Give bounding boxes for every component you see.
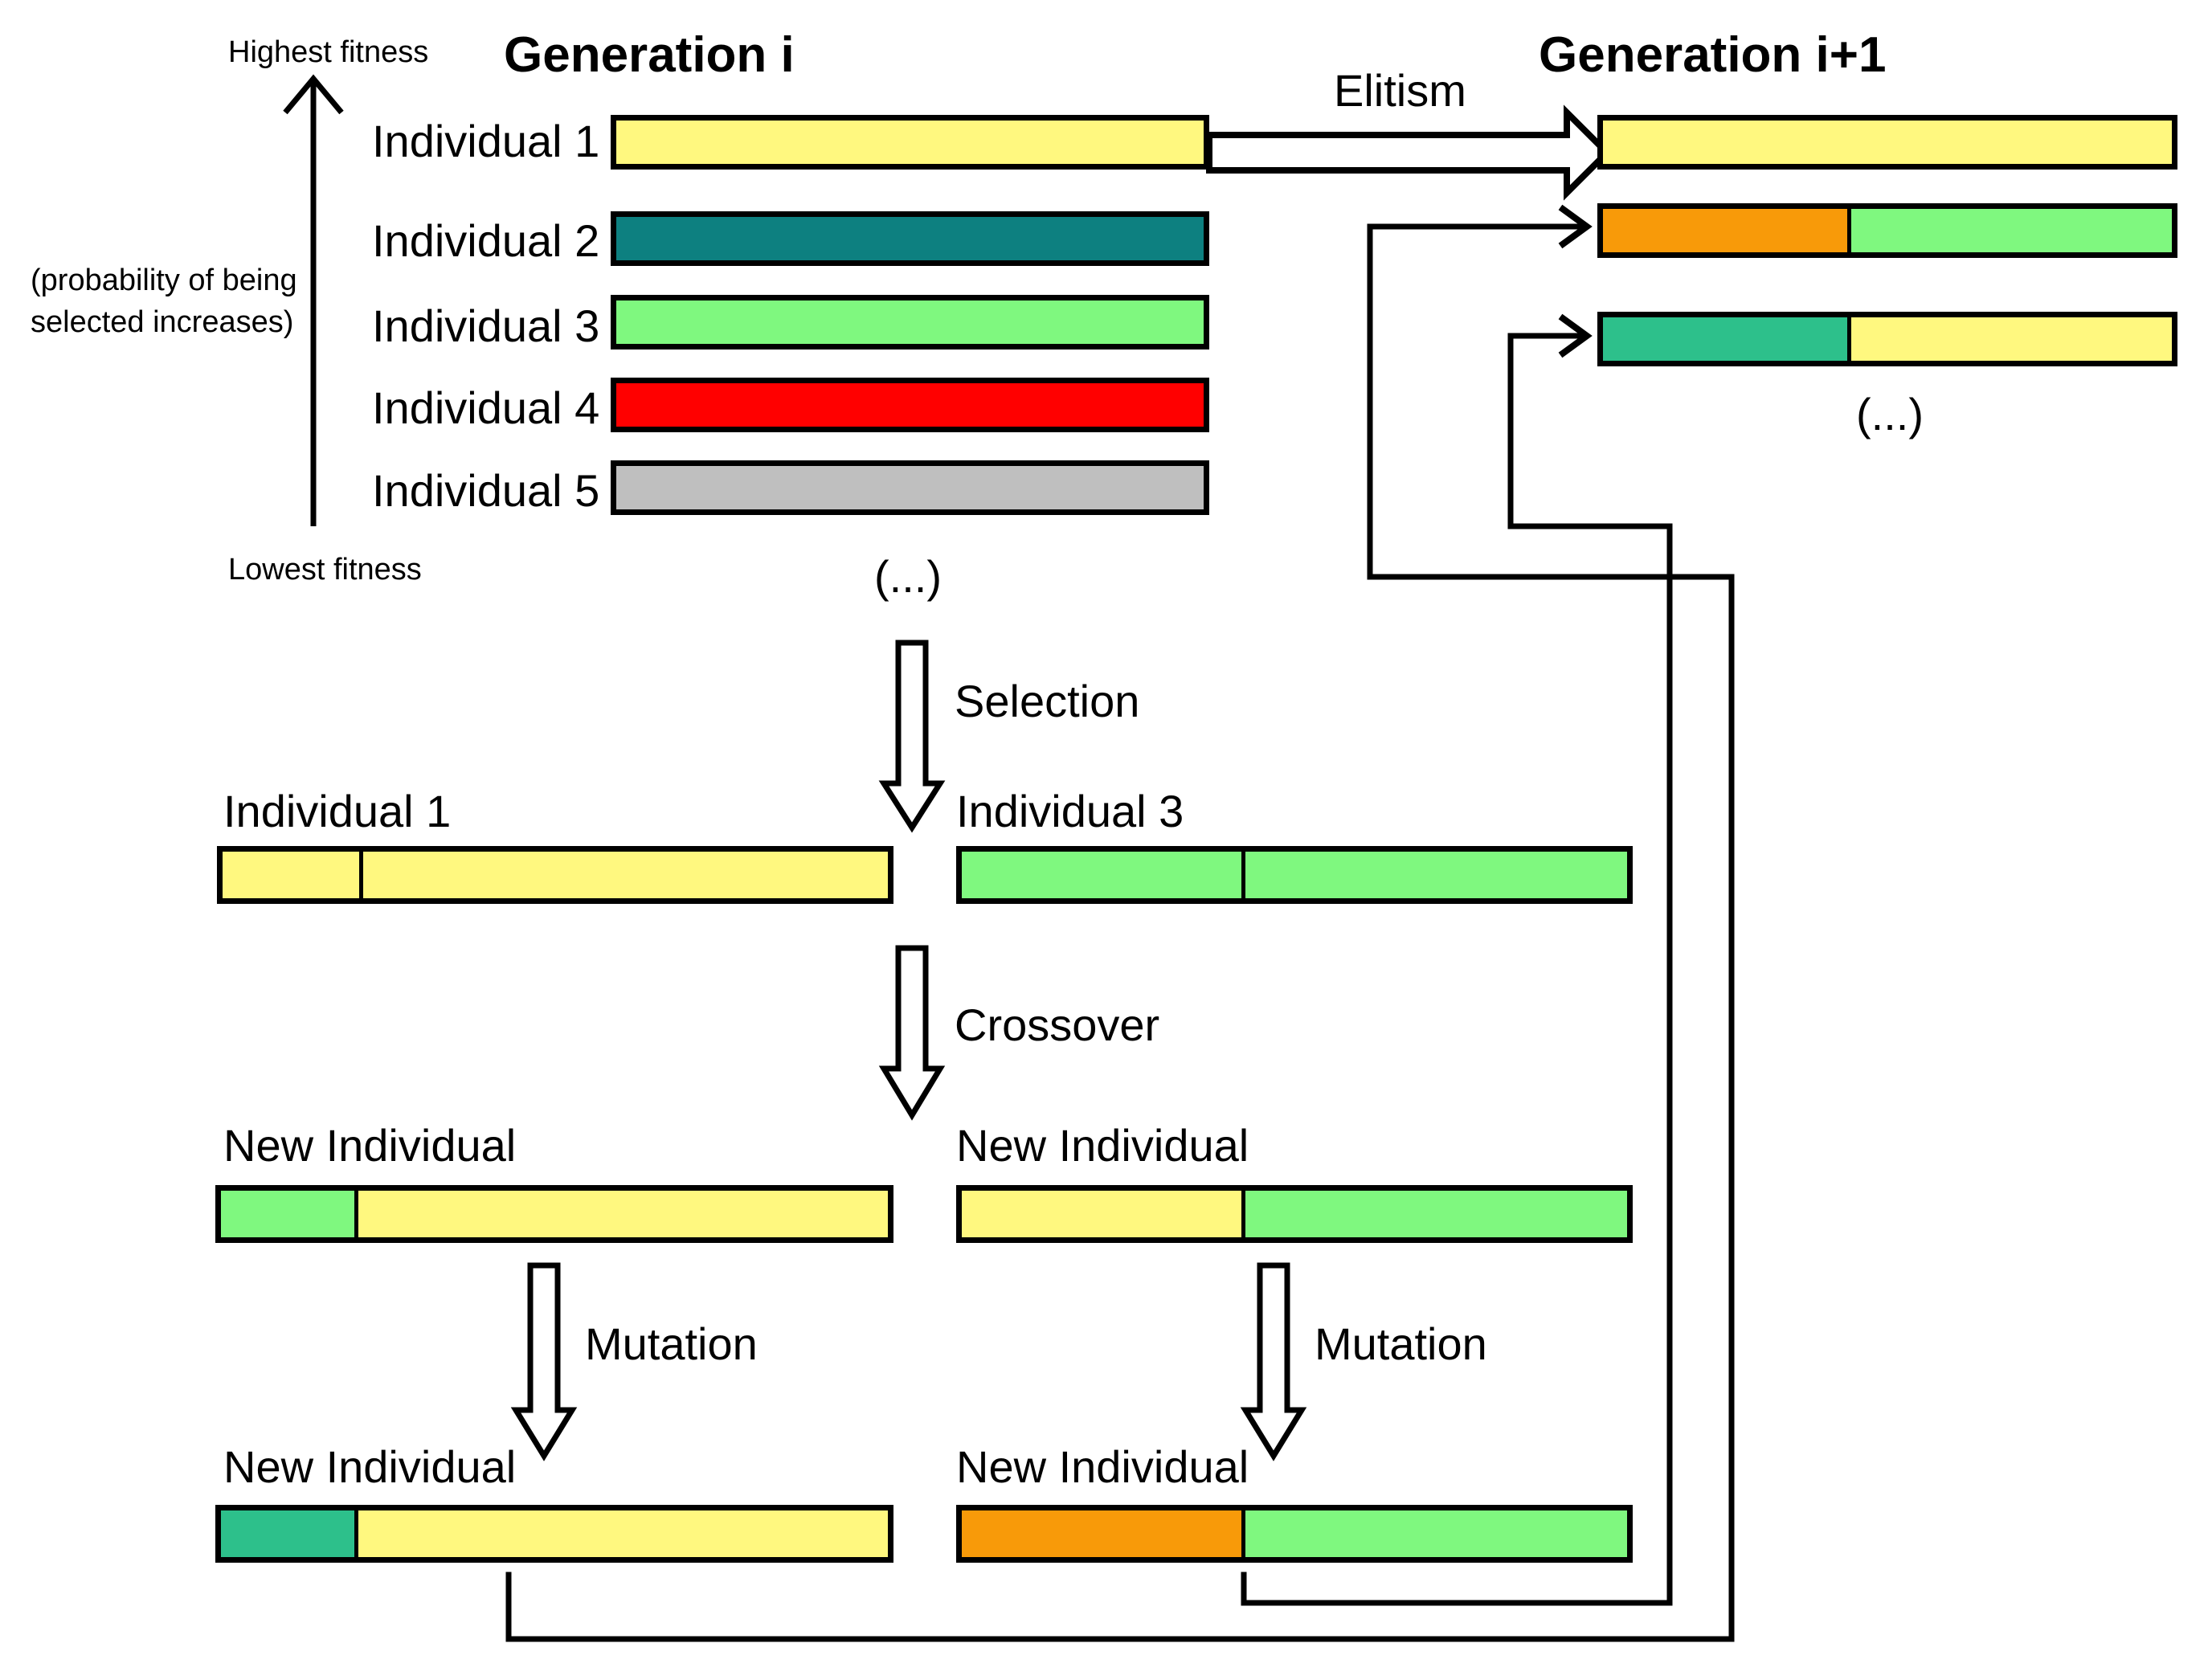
gen-i-bar-1 (611, 115, 1209, 170)
gen-i-bar-2 (611, 211, 1209, 266)
mutated-child-bar-2-segment-2 (1241, 1510, 1627, 1557)
gen-i1-bar-3-segment-2 (1847, 317, 2172, 361)
mutated-child-label-1: New Individual (223, 1441, 517, 1492)
mutation-arrow-left (510, 1262, 578, 1461)
gen-i-bar-3-segment-1 (616, 300, 1204, 344)
gen-i-label-1: Individual 1 (372, 116, 600, 166)
crossover-child-bar-2-segment-1 (962, 1191, 1241, 1237)
mutated-child-bar-2-segment-1 (962, 1510, 1241, 1557)
fitness-axis-arrow (283, 74, 344, 526)
gen-i-bar-5-segment-1 (616, 466, 1204, 509)
gen-i1-bar-3-segment-1 (1603, 317, 1848, 361)
gen-i-ellipsis: (...) (874, 551, 942, 602)
crossover-child-bar-2 (956, 1185, 1633, 1243)
gen-i-bar-4 (611, 378, 1209, 432)
crossover-child-label-1: New Individual (223, 1120, 517, 1171)
feedback-line-right-to-row3 (1241, 313, 1673, 1606)
gen-i1-bar-2-segment-2 (1847, 209, 2172, 252)
gen-i-bar-2-segment-1 (616, 217, 1204, 260)
probability-note-line2: selected increases) (31, 305, 294, 339)
gen-i1-bar-3 (1597, 312, 2177, 366)
crossover-child-bar-1-segment-1 (221, 1191, 354, 1237)
crossover-label: Crossover (955, 999, 1160, 1050)
selection-arrow (878, 640, 946, 833)
gen-i-bar-3 (611, 295, 1209, 349)
gen-i-bar-5 (611, 460, 1209, 515)
gen-i-bar-1-segment-1 (616, 121, 1204, 164)
gen-i1-bar-2 (1597, 203, 2177, 258)
parent-bar-1-segment-1 (223, 852, 359, 898)
parent-bar-2-segment-2 (1241, 852, 1627, 898)
crossover-child-bar-1-segment-2 (354, 1191, 888, 1237)
parent-bar-1 (217, 846, 893, 904)
highest-fitness-label: Highest fitness (228, 35, 429, 69)
gen-i-bar-4-segment-1 (616, 383, 1204, 427)
mutation-label-left: Mutation (585, 1318, 758, 1369)
gen-i-label-5: Individual 5 (372, 465, 600, 516)
gen-i1-bar-2-segment-1 (1603, 209, 1848, 252)
gen-i1-bar-1 (1597, 115, 2177, 170)
generation-i-title: Generation i (504, 27, 795, 83)
gen-i1-ellipsis: (...) (1856, 389, 1924, 439)
mutation-arrow-right (1240, 1262, 1307, 1461)
probability-note-line1: (probability of being (31, 264, 297, 297)
generation-i1-title: Generation i+1 (1539, 27, 1887, 83)
gen-i-label-4: Individual 4 (372, 382, 600, 433)
crossover-child-bar-2-segment-2 (1241, 1191, 1627, 1237)
feedback-line-left-to-row2 (505, 204, 1735, 1642)
parent-label-1: Individual 1 (223, 786, 452, 836)
gen-i-label-3: Individual 3 (372, 300, 600, 351)
mutated-child-label-2: New Individual (956, 1441, 1249, 1492)
parent-bar-1-segment-2 (358, 852, 888, 898)
crossover-child-bar-1 (215, 1185, 893, 1243)
lowest-fitness-label: Lowest fitness (228, 553, 422, 587)
parent-bar-2 (956, 846, 1633, 904)
parent-bar-2-segment-1 (962, 852, 1241, 898)
mutated-child-bar-1-segment-1 (221, 1510, 354, 1557)
gen-i-label-2: Individual 2 (372, 215, 600, 266)
gen-i1-bar-1-segment-1 (1603, 121, 2172, 164)
parent-label-2: Individual 3 (956, 786, 1184, 836)
elitism-arrow (1206, 104, 1612, 201)
crossover-child-label-2: New Individual (956, 1120, 1249, 1171)
selection-label: Selection (955, 676, 1140, 726)
crossover-arrow (878, 945, 946, 1121)
elitism-label: Elitism (1334, 65, 1466, 116)
mutation-label-right: Mutation (1315, 1318, 1487, 1369)
mutated-child-bar-1 (215, 1505, 893, 1563)
mutated-child-bar-2 (956, 1505, 1633, 1563)
mutated-child-bar-1-segment-2 (354, 1510, 888, 1557)
